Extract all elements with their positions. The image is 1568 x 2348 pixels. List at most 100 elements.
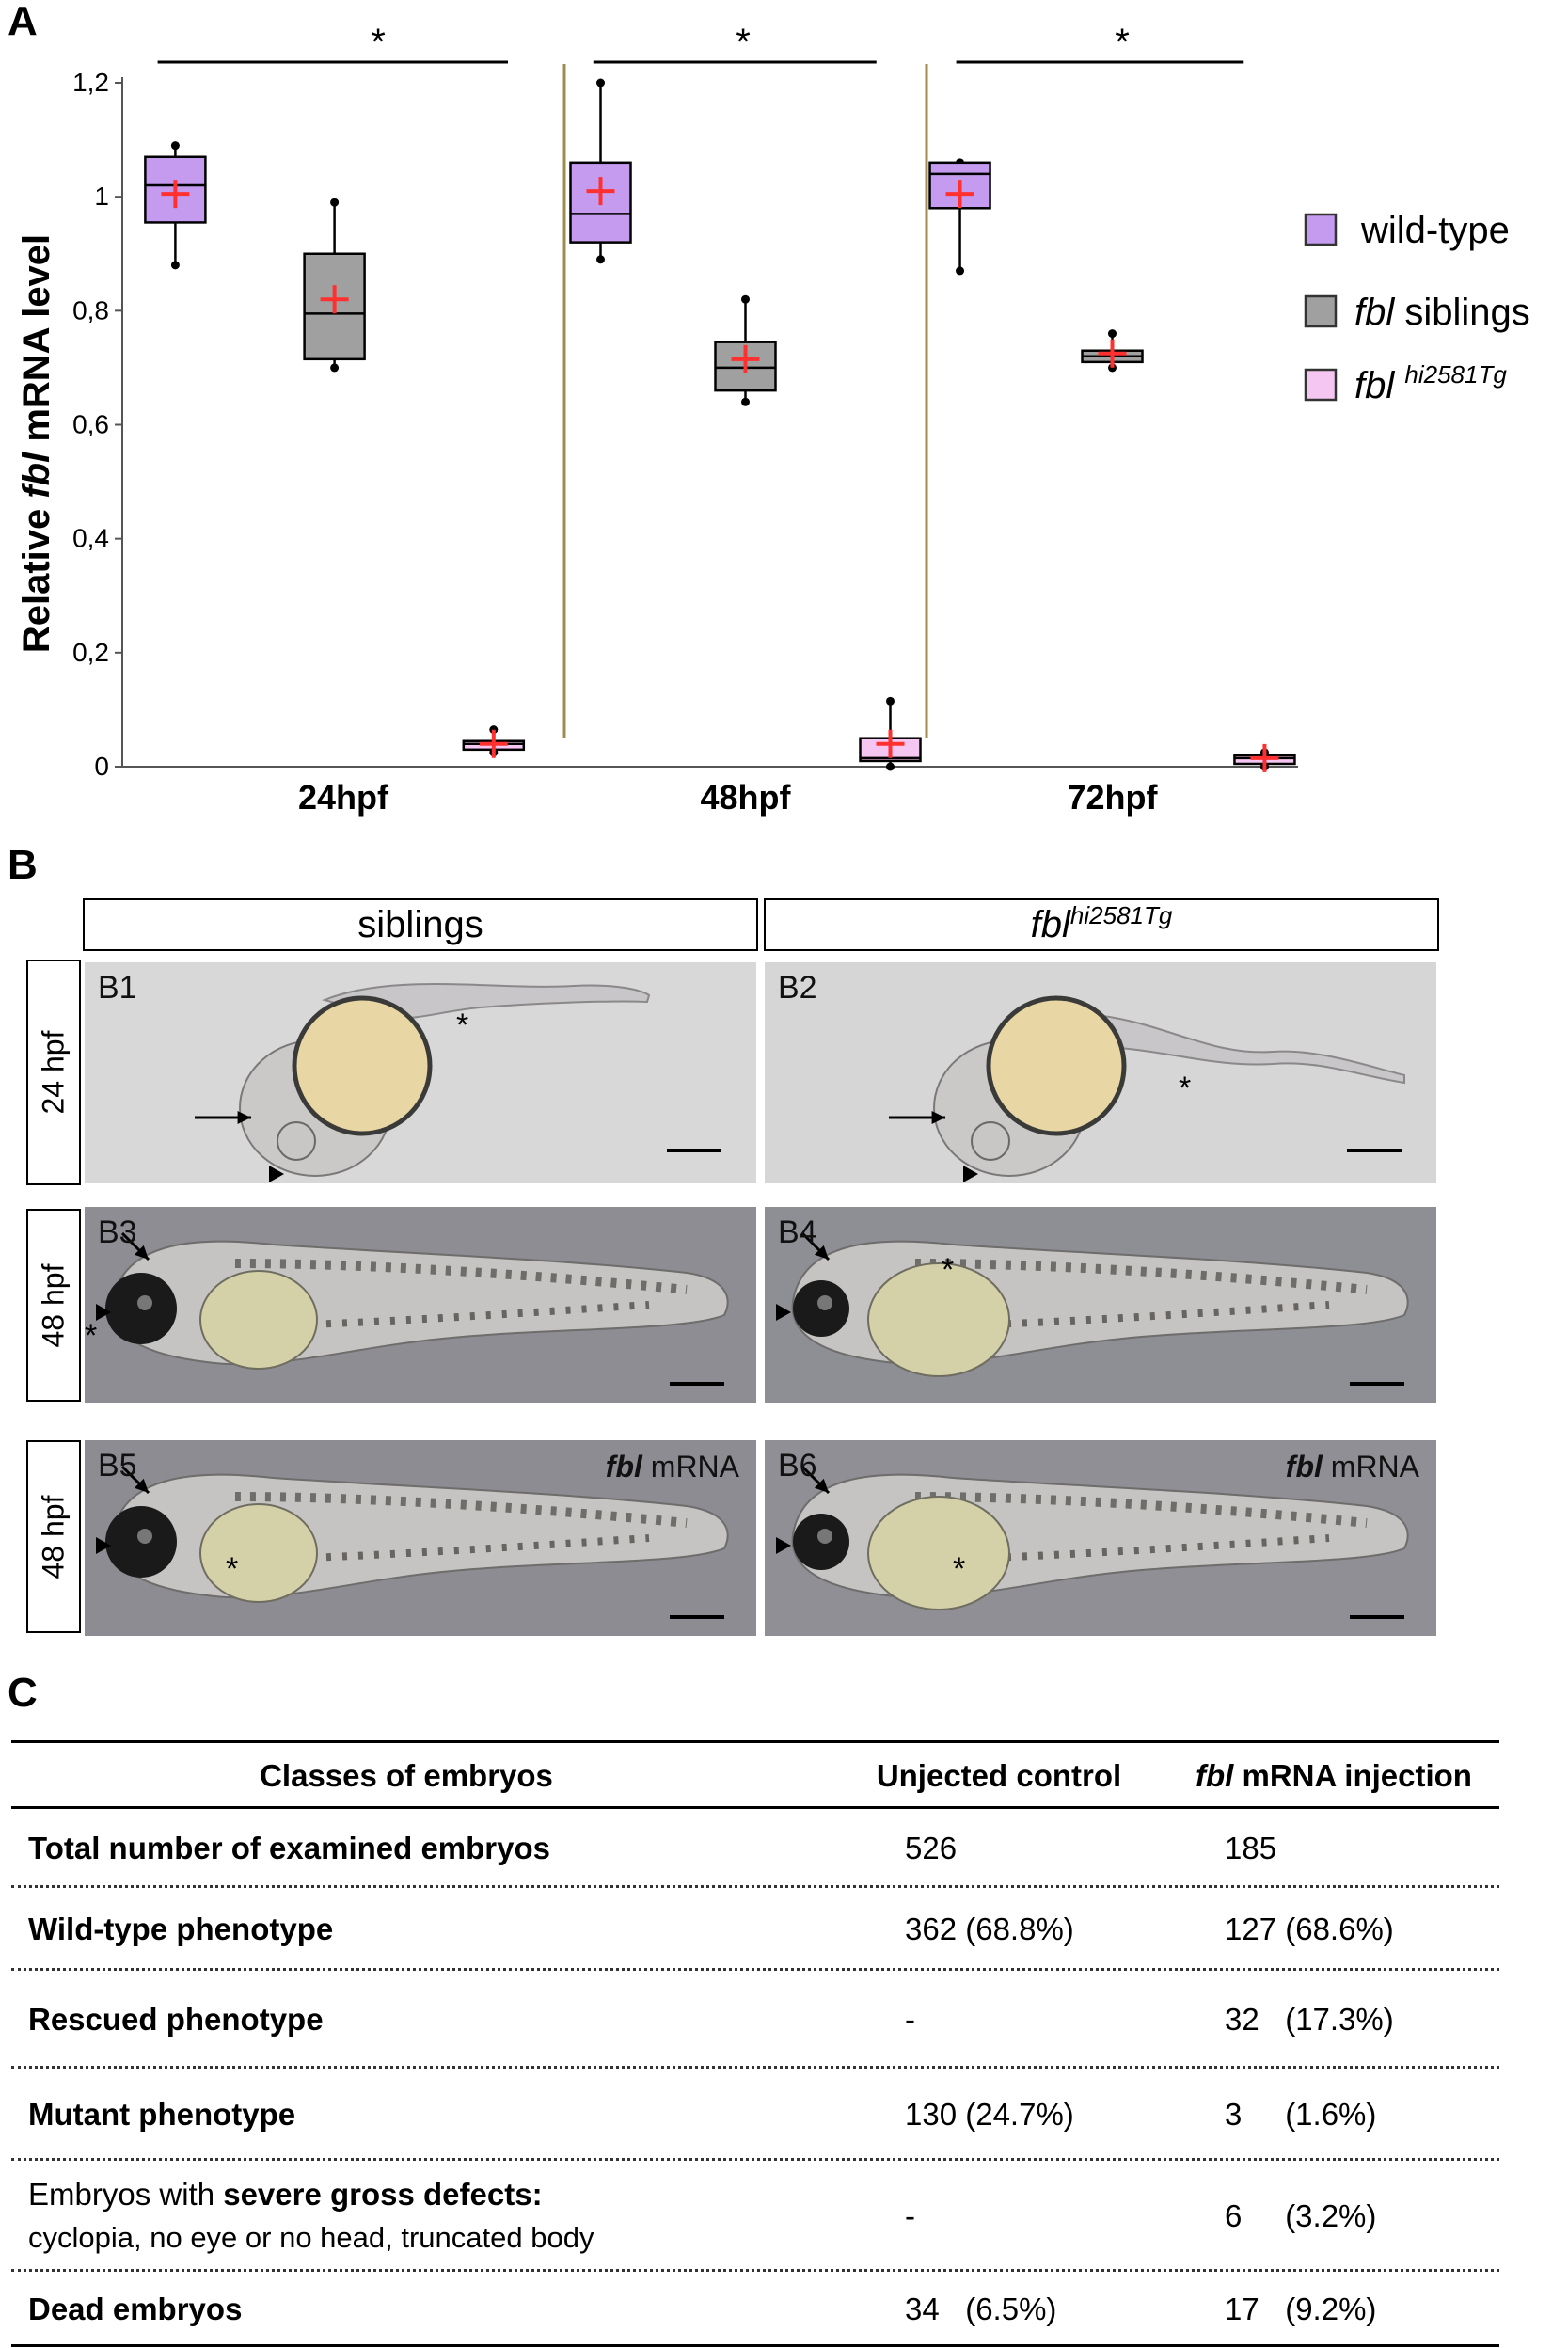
micrograph-b3: * B3 <box>85 1207 756 1403</box>
note-text: mRNA <box>1322 1450 1419 1483</box>
mrna-injection-note: fbl mRNA <box>1286 1450 1419 1484</box>
column-header-siblings: siblings <box>83 898 758 951</box>
panel-sublabel: B2 <box>778 970 817 1006</box>
whisker-cap-min <box>596 255 605 264</box>
row-divider <box>11 2066 1499 2069</box>
row-injection: 185 <box>1225 1831 1277 1865</box>
note-gene: fbl <box>605 1450 642 1483</box>
row-class-part-b: severe gross defects: <box>223 2177 543 2212</box>
legend-swatch <box>1304 294 1338 328</box>
annotation-arrowhead-mark <box>96 1304 111 1321</box>
row-label-48hpf-a-text: 48 hpf <box>36 1263 71 1347</box>
row-class: Embryos with severe gross defects: cyclo… <box>28 2161 594 2272</box>
row-label-24hpf-text: 24 hpf <box>36 1030 71 1115</box>
scale-bar <box>670 1382 724 1386</box>
embryo-drawing: * <box>776 1231 1409 1377</box>
row-divider <box>11 1968 1499 1971</box>
legend-swatch <box>1304 368 1338 402</box>
y-tick-label: 1,2 <box>72 68 109 97</box>
header-injection-text: mRNA injection <box>1233 1758 1472 1793</box>
row-class-part-a: Embryos with <box>28 2177 224 2212</box>
row-injection: 32 (17.3%) <box>1225 2002 1394 2037</box>
row-class: Wild-type phenotype <box>28 1912 334 1946</box>
whisker-cap-min <box>330 363 340 373</box>
embryo-drawing: * <box>889 995 1405 1182</box>
micrograph-b2: * B2 <box>765 962 1436 1183</box>
row-control: 526 <box>905 1831 958 1865</box>
table-row: Dead embryos 34 (6.5%) 17 (9.2%) <box>11 2272 1499 2347</box>
panel-b-letter: B <box>8 842 38 888</box>
annotation-arrowhead-mark <box>776 1537 791 1554</box>
y-tick-label: 0 <box>94 752 109 781</box>
row-divider <box>11 2269 1499 2272</box>
row-label-48hpf-a: 48 hpf <box>26 1209 81 1402</box>
panel-c: C Classes of embryos Unjected control fb… <box>0 1670 1568 2347</box>
header-injection: fbl mRNA injection <box>1168 1743 1499 1809</box>
annotation-asterisk: * <box>456 1007 468 1043</box>
legend-label: wild-type <box>1360 210 1510 251</box>
micrograph-b4: * B4 <box>765 1207 1436 1403</box>
significance-marker: * <box>1115 22 1130 63</box>
scale-bar <box>1347 1149 1402 1152</box>
row-injection: 17 (9.2%) <box>1225 2292 1377 2326</box>
whisker-cap-min <box>170 261 180 270</box>
note-text: mRNA <box>641 1450 739 1483</box>
whisker-cap-min <box>1108 363 1117 373</box>
whisker-cap-max <box>741 294 750 304</box>
column-header-mutant-allele: hi2581Tg <box>1069 901 1173 929</box>
scale-bar <box>670 1615 724 1619</box>
whisker-cap-max <box>1108 329 1117 339</box>
panel-sublabel: B3 <box>98 1214 137 1250</box>
row-injection: 127 (68.6%) <box>1225 1912 1394 1946</box>
mrna-injection-note: fbl mRNA <box>606 1450 739 1484</box>
x-group-label: 72hpf <box>1067 778 1158 817</box>
x-group-label: 24hpf <box>298 778 389 817</box>
annotation-asterisk: * <box>1179 1071 1191 1106</box>
row-divider <box>11 1885 1499 1888</box>
whisker-cap-max <box>886 696 895 706</box>
header-rule <box>11 1806 1499 1809</box>
row-control: 362 (68.8%) <box>905 1912 1074 1946</box>
row-control: 34 (6.5%) <box>905 2292 1057 2326</box>
embryo-drawing: * <box>85 1231 729 1370</box>
embryo-eye <box>971 1121 1010 1161</box>
panel-sublabel: B4 <box>778 1214 817 1250</box>
annotation-arrowhead <box>237 1111 251 1124</box>
row-control: 130 (24.7%) <box>905 2097 1074 2132</box>
annotation-asterisk: * <box>226 1551 238 1587</box>
table-header-row: Classes of embryos Unjected control fbl … <box>11 1743 1499 1809</box>
embryo-drawing: * <box>195 983 651 1182</box>
annotation-asterisk: * <box>942 1252 954 1288</box>
table-bottom-rule <box>11 2344 1499 2347</box>
row-class: Rescued phenotype <box>28 2002 324 2037</box>
embryo-drawing: * <box>776 1465 1409 1610</box>
scale-bar <box>1350 1615 1404 1619</box>
larva-eye-highlight <box>817 1529 832 1544</box>
whisker-cap-min <box>886 762 895 771</box>
y-tick-label: 0,4 <box>72 524 109 553</box>
note-gene: fbl <box>1285 1450 1323 1483</box>
whisker-cap-max <box>330 198 340 207</box>
header-injection-gene: fbl <box>1196 1758 1234 1793</box>
legend-swatch <box>1304 213 1338 246</box>
whisker-cap-max <box>596 78 605 87</box>
column-header-mutant: fblhi2581Tg <box>764 898 1439 951</box>
embryo-yolk <box>986 995 1127 1136</box>
annotation-arrowhead-mark <box>776 1304 791 1321</box>
annotation-arrowhead <box>814 1478 829 1493</box>
row-class: Mutant phenotype <box>28 2097 296 2132</box>
y-axis-label: Relative fbl mRNA level <box>16 234 57 653</box>
annotation-arrowhead-mark <box>963 1166 978 1182</box>
panel-c-letter: C <box>8 1670 38 1716</box>
whisker-cap-max <box>489 725 499 735</box>
row-class: Dead embryos <box>28 2292 243 2326</box>
row-label-48hpf-b-text: 48 hpf <box>36 1495 71 1579</box>
column-header-mutant-gene: fbl <box>1030 904 1070 945</box>
annotation-asterisk: * <box>85 1318 97 1354</box>
y-tick-label: 0,6 <box>72 410 109 439</box>
embryo-yolk <box>292 995 433 1136</box>
